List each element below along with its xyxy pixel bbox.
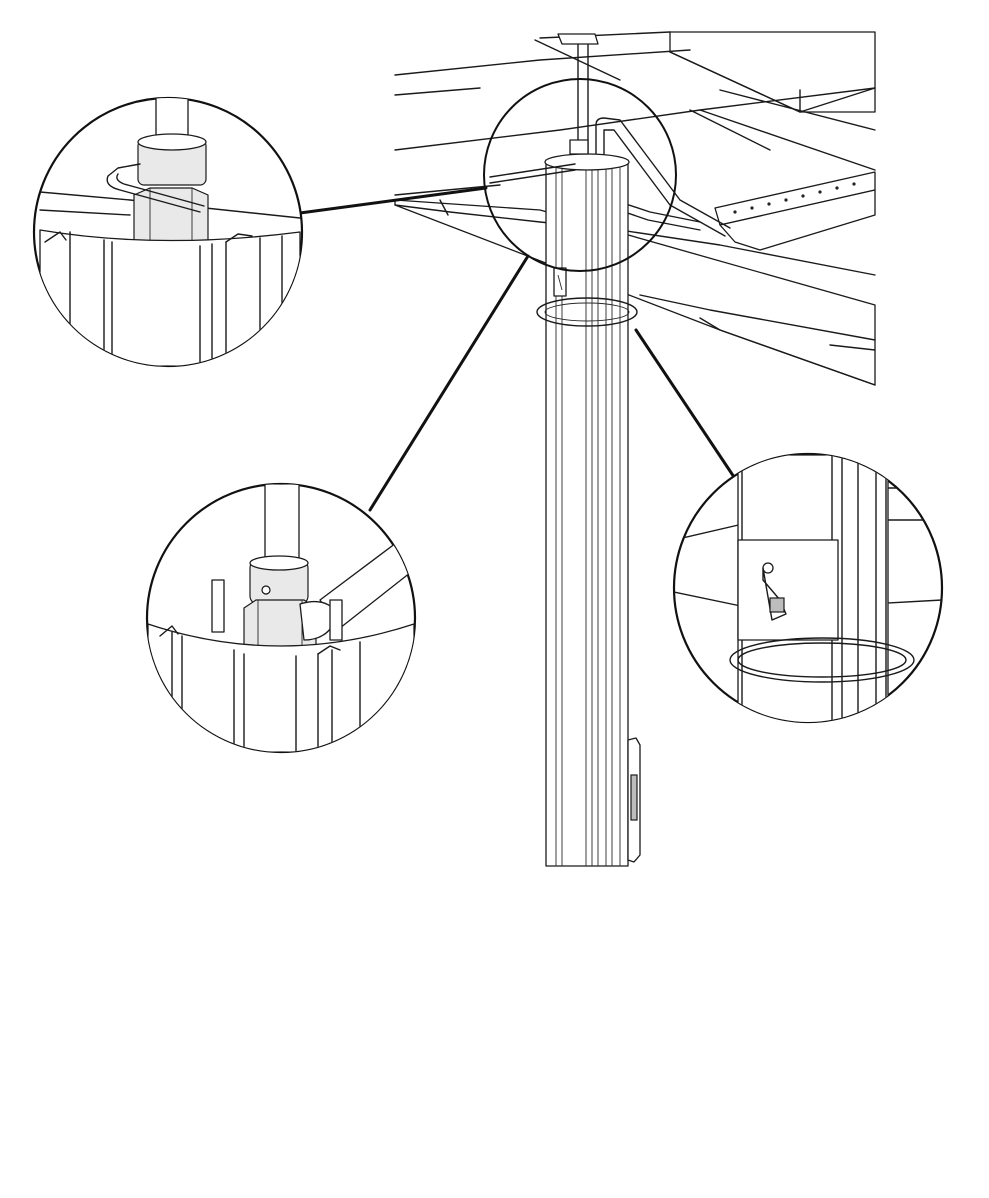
detail-wrench-nut xyxy=(145,482,417,754)
ceiling-slab xyxy=(669,31,876,113)
detail-hex-key-set-screw xyxy=(32,96,304,368)
cable-tray xyxy=(559,117,876,251)
cable-tray-perforations xyxy=(733,182,856,214)
column-pole xyxy=(544,153,630,867)
ceiling-trim-ring xyxy=(536,267,638,327)
focus-circle xyxy=(483,78,677,272)
access-hatch xyxy=(627,737,641,863)
leader-lines xyxy=(298,186,738,512)
detail-ceiling-clip xyxy=(672,452,944,724)
